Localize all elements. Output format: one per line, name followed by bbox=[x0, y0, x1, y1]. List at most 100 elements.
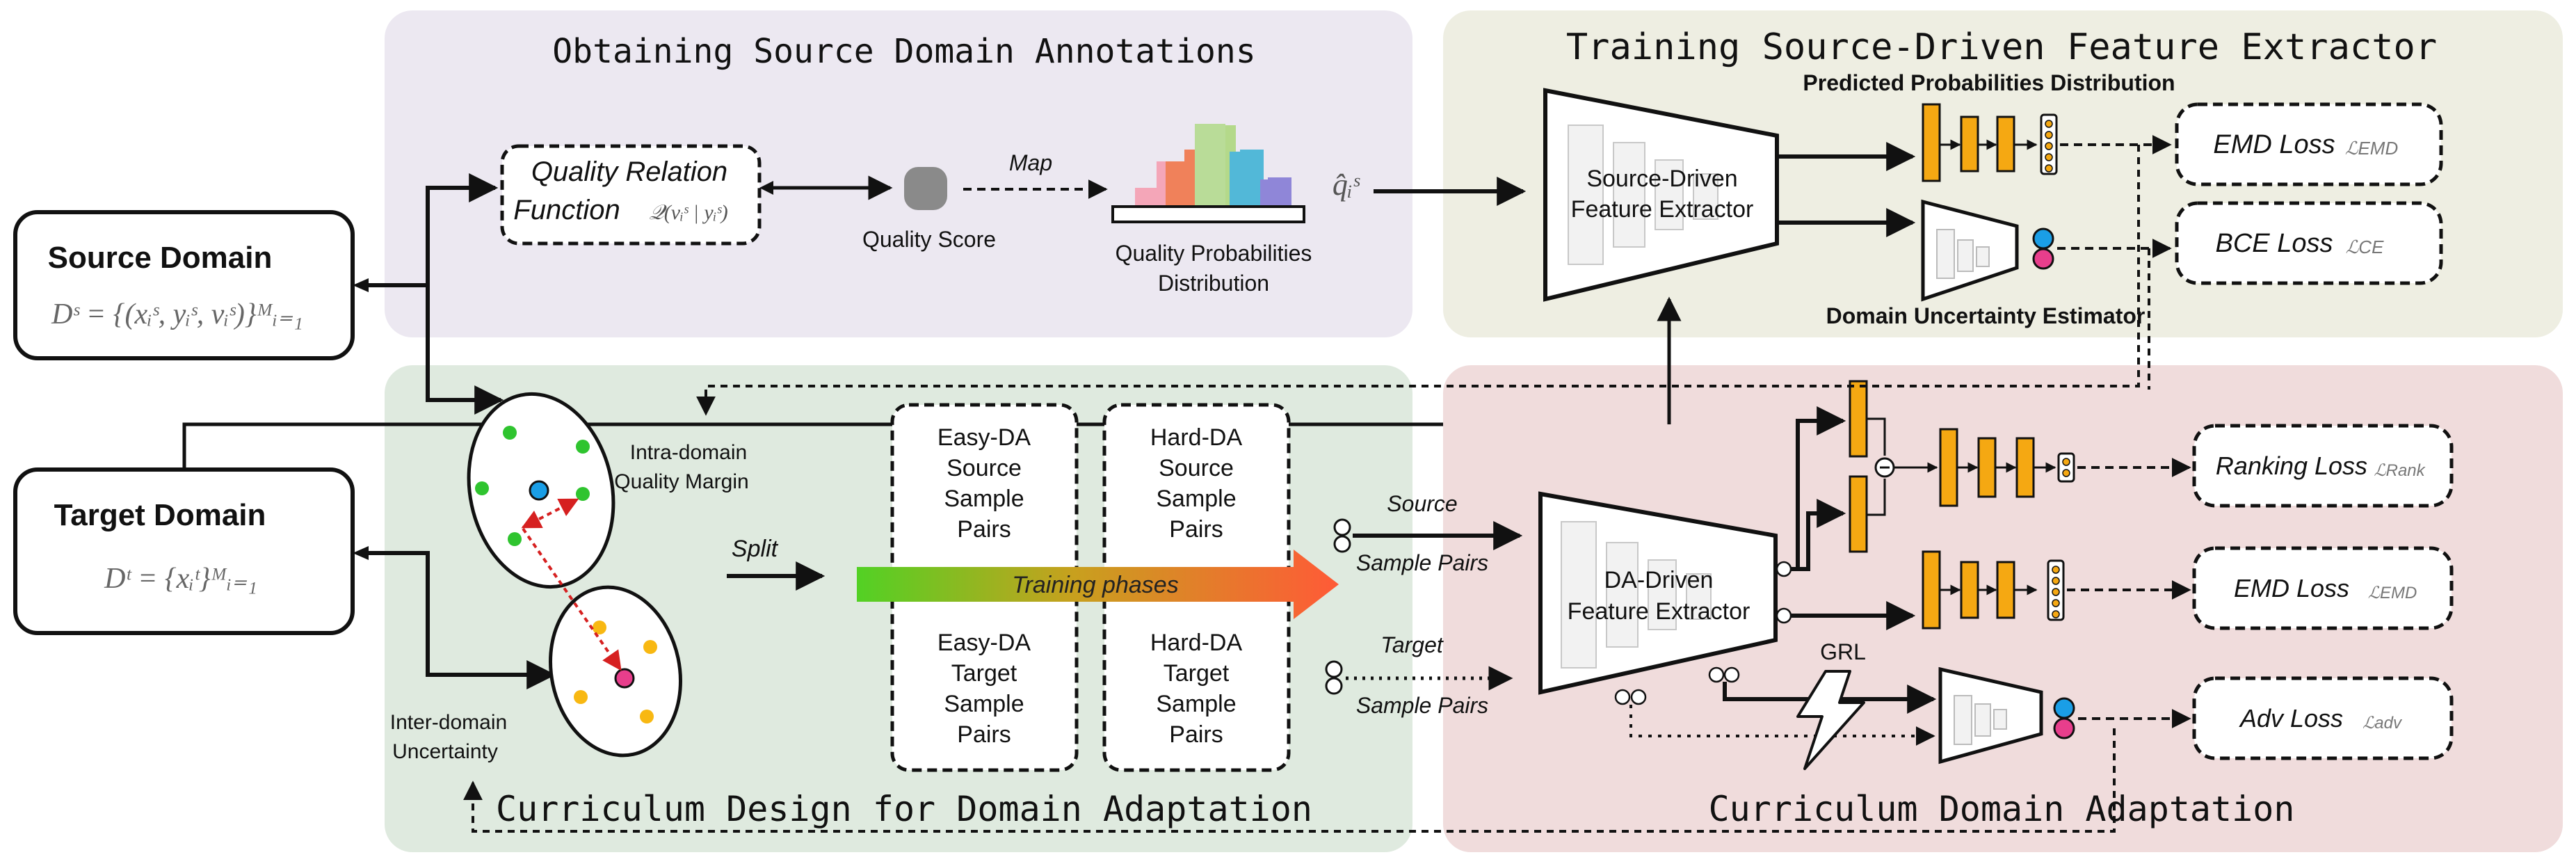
histogram-bar-2 bbox=[1166, 161, 1192, 207]
ranking-head bbox=[1849, 380, 2075, 553]
target-domain-box: Target Domain Dᵗ = {xᵢᵗ}ᴹᵢ₌₁ bbox=[13, 467, 355, 635]
svg-text:Source: Source bbox=[947, 455, 1022, 481]
bce-loss-box: BCE Loss ℒCE bbox=[2175, 201, 2443, 285]
svg-text:Sample: Sample bbox=[1156, 691, 1236, 717]
quality-relation-function-box: Quality Relation Function 𝒬(vᵢˢ | yᵢˢ) bbox=[500, 144, 762, 246]
adaptation-domain-discriminator bbox=[1938, 666, 2075, 765]
uncertainty-feedback-line bbox=[696, 145, 2140, 416]
training-pink-dot bbox=[2032, 248, 2054, 270]
svg-text:Sample: Sample bbox=[1156, 486, 1236, 512]
map-label: Map bbox=[1009, 150, 1052, 175]
da-driven-extractor: DA-Driven Feature Extractor bbox=[1538, 491, 1778, 695]
emd-loss-adaptation-sub: ℒEMD bbox=[2368, 584, 2417, 602]
svg-text:Sample: Sample bbox=[944, 486, 1024, 512]
source-pair-marker bbox=[1333, 518, 1351, 553]
source-domain-label: Source Domain bbox=[48, 241, 273, 275]
source-extractor-outputs bbox=[1777, 142, 1916, 237]
adv-loss-sub: ℒadv bbox=[2362, 714, 2403, 733]
target-pairs-line2: Sample Pairs bbox=[1356, 693, 1488, 718]
da-extractor-line1: DA-Driven bbox=[1604, 567, 1714, 593]
source-pairs-line2: Sample Pairs bbox=[1356, 550, 1488, 575]
source-extractor-line2: Feature Extractor bbox=[1571, 196, 1754, 223]
annotations-title: Obtaining Source Domain Annotations bbox=[552, 32, 1255, 71]
adaptation-blue-dot bbox=[2053, 697, 2075, 719]
svg-text:Hard-DA: Hard-DA bbox=[1150, 424, 1243, 451]
da-extractor-outputs bbox=[1791, 406, 1916, 630]
intra-domain-ellipse bbox=[467, 392, 615, 589]
svg-text:Target: Target bbox=[1164, 660, 1230, 687]
histogram-bar-4 bbox=[1230, 152, 1256, 207]
training-title: Training Source-Driven Feature Extractor bbox=[1566, 26, 2437, 68]
target-sample-dot bbox=[593, 621, 606, 634]
qrf-math: 𝒬(vᵢˢ | yᵢˢ) bbox=[649, 201, 728, 224]
grl-lightning-icon bbox=[1796, 670, 1865, 770]
quality-score-label: Quality Score bbox=[862, 227, 996, 252]
training-phases-label: Training phases bbox=[1012, 572, 1178, 598]
adv-loss-label: Adv Loss bbox=[2239, 704, 2343, 733]
split-label: Split bbox=[732, 536, 779, 562]
inter-domain-ellipse bbox=[549, 585, 682, 758]
qrf-connector bbox=[759, 181, 773, 195]
target-connector bbox=[353, 546, 369, 560]
da-extractor-line2: Feature Extractor bbox=[1568, 598, 1750, 625]
hard-source-pairs: Hard-DA Source Sample Pairs bbox=[1150, 424, 1243, 543]
bce-loss-label: BCE Loss bbox=[2216, 229, 2333, 258]
source-domain-formula: Dˢ = {(xᵢˢ, yᵢˢ, vᵢˢ)}ᴹᵢ₌₁ bbox=[51, 298, 303, 330]
svg-text:Pairs: Pairs bbox=[1169, 721, 1223, 748]
bce-loss-sub: ℒCE bbox=[2346, 237, 2385, 257]
source-driven-extractor: Source-Driven Feature Extractor bbox=[1543, 88, 1779, 302]
easy-target-pairs: Easy-DA Target Sample Pairs bbox=[937, 630, 1031, 748]
svg-text:Pairs: Pairs bbox=[957, 721, 1011, 748]
target-domain-formula: Dᵗ = {xᵢᵗ}ᴹᵢ₌₁ bbox=[104, 563, 257, 595]
ranking-loss-sub: ℒRank bbox=[2374, 461, 2426, 480]
target-sample-dot bbox=[643, 640, 657, 654]
source-anchor-dot bbox=[529, 480, 549, 501]
emd-loss-training-label: EMD Loss bbox=[2213, 130, 2335, 159]
adversarial-feedback-line bbox=[463, 728, 2116, 833]
emd-loss-box-adaptation: EMD Loss ℒEMD bbox=[2192, 546, 2454, 630]
qpd-line1: Quality Probabilities bbox=[1116, 241, 1312, 266]
target-pairs-line1: Target bbox=[1380, 632, 1444, 657]
intra-domain-line2: Quality Margin bbox=[614, 470, 748, 493]
source-pairs-line1: Source bbox=[1387, 491, 1457, 516]
svg-text:Source: Source bbox=[1159, 455, 1234, 481]
source-sample-dot bbox=[475, 481, 489, 495]
easy-source-pairs: Easy-DA Source Sample Pairs bbox=[937, 424, 1031, 543]
inter-domain-line2: Uncertainty bbox=[392, 740, 498, 763]
target-sample-dot bbox=[574, 690, 588, 704]
adaptation-emd-head bbox=[1922, 550, 2065, 630]
curriculum-design-title: Curriculum Design for Domain Adaptation bbox=[496, 789, 1312, 829]
predicted-distribution-label: Predicted Probabilities Distribution bbox=[1803, 70, 2175, 95]
source-domain-box: Source Domain Dˢ = {(xᵢˢ, yᵢˢ, vᵢˢ)}ᴹᵢ₌₁ bbox=[13, 210, 355, 360]
target-sample-dot bbox=[640, 710, 654, 723]
panel-source-annotations bbox=[385, 10, 1412, 337]
source-connector bbox=[353, 278, 369, 292]
source-sample-dot bbox=[503, 426, 517, 440]
ranking-loss-box: Ranking Loss ℒRank bbox=[2192, 424, 2454, 508]
svg-text:Pairs: Pairs bbox=[957, 516, 1011, 543]
source-sample-dot bbox=[576, 440, 590, 454]
emd-loss-adaptation-label: EMD Loss bbox=[2234, 574, 2349, 602]
inter-uncertainty-arrow bbox=[522, 527, 622, 671]
adv-loss-box: Adv Loss ℒadv bbox=[2192, 676, 2454, 760]
quality-score-icon bbox=[904, 167, 947, 210]
qpd-line2: Distribution bbox=[1158, 271, 1269, 296]
target-domain-label: Target Domain bbox=[54, 498, 266, 532]
hard-target-pairs: Hard-DA Target Sample Pairs bbox=[1150, 630, 1243, 748]
q-hat-label: q̂ᵢˢ bbox=[1333, 168, 1360, 202]
source-extractor-line1: Source-Driven bbox=[1586, 166, 1737, 192]
intra-domain-line1: Intra-domain bbox=[630, 441, 747, 464]
training-prediction-head bbox=[1922, 103, 2058, 182]
target-to-discriminator-line bbox=[1629, 705, 1935, 746]
histogram-bar-1 bbox=[1135, 188, 1161, 207]
intra-margin-arrow bbox=[521, 498, 579, 529]
training-uncertainty-estimator bbox=[1921, 199, 2054, 302]
source-sample-dot bbox=[576, 487, 590, 501]
target-anchor-dot bbox=[614, 668, 635, 689]
svg-text:Sample: Sample bbox=[944, 691, 1024, 717]
svg-text:Target: Target bbox=[951, 660, 1017, 687]
source-sample-dot bbox=[508, 532, 522, 546]
emd-loss-training-sub: ℒEMD bbox=[2345, 138, 2399, 159]
adaptation-pink-dot bbox=[2053, 717, 2075, 739]
